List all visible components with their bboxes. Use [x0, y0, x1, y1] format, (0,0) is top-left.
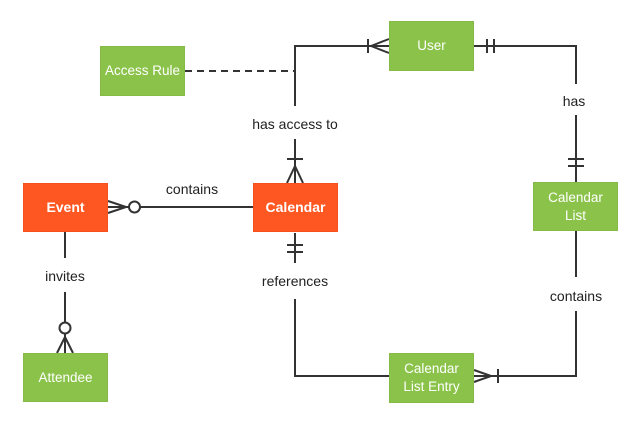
relationship-label-contains: contains [547, 288, 605, 304]
relationship-label-references: references [259, 273, 331, 289]
relationship-label-has-access-to: has access to [250, 116, 340, 132]
edge-has [474, 39, 584, 182]
entity-label: Event [46, 199, 85, 216]
entity-calendar-list-entry[interactable]: Calendar List Entry [389, 353, 474, 403]
entity-event[interactable]: Event [23, 183, 108, 232]
connector-line [294, 299, 389, 377]
entity-label: Attendee [38, 369, 93, 385]
relationship-label-invites: invites [43, 268, 87, 284]
entity-label: Calendar List [548, 189, 603, 223]
crows-foot-many-icon [107, 200, 127, 214]
entity-calendar[interactable]: Calendar [253, 183, 338, 232]
edge-has-access-to [286, 38, 390, 184]
one-one-ticks-icon [287, 244, 303, 253]
relationship-label-has: has [560, 93, 588, 109]
entity-calendar-list[interactable]: Calendar List [533, 182, 618, 231]
crows-foot-many-icon [473, 369, 492, 383]
entity-attendee[interactable]: Attendee [23, 353, 108, 402]
entity-user[interactable]: User [389, 21, 474, 71]
one-one-ticks-icon [568, 158, 584, 167]
zero-circle-icon [58, 321, 72, 335]
entity-label: User [417, 38, 446, 54]
connector-line [474, 45, 577, 84]
edge-invites [56, 232, 74, 354]
entity-access-rule[interactable]: Access Rule [100, 46, 185, 96]
edge-references [287, 233, 389, 377]
edge-contains-event-calendar [107, 200, 253, 214]
edge-contains-list [473, 231, 577, 383]
connector-line [294, 45, 389, 106]
entity-label: Calendar [265, 199, 326, 216]
entity-label: Access Rule [104, 63, 181, 79]
zero-circle-icon [128, 200, 141, 214]
crows-foot-many-icon [370, 38, 390, 54]
one-one-ticks-icon [486, 39, 495, 53]
crows-foot-many-icon [56, 336, 74, 354]
crows-foot-many-icon [286, 165, 304, 184]
relationship-label-contains: contains [163, 181, 221, 197]
entity-label: Calendar List Entry [403, 361, 460, 394]
connector-line [474, 311, 577, 377]
